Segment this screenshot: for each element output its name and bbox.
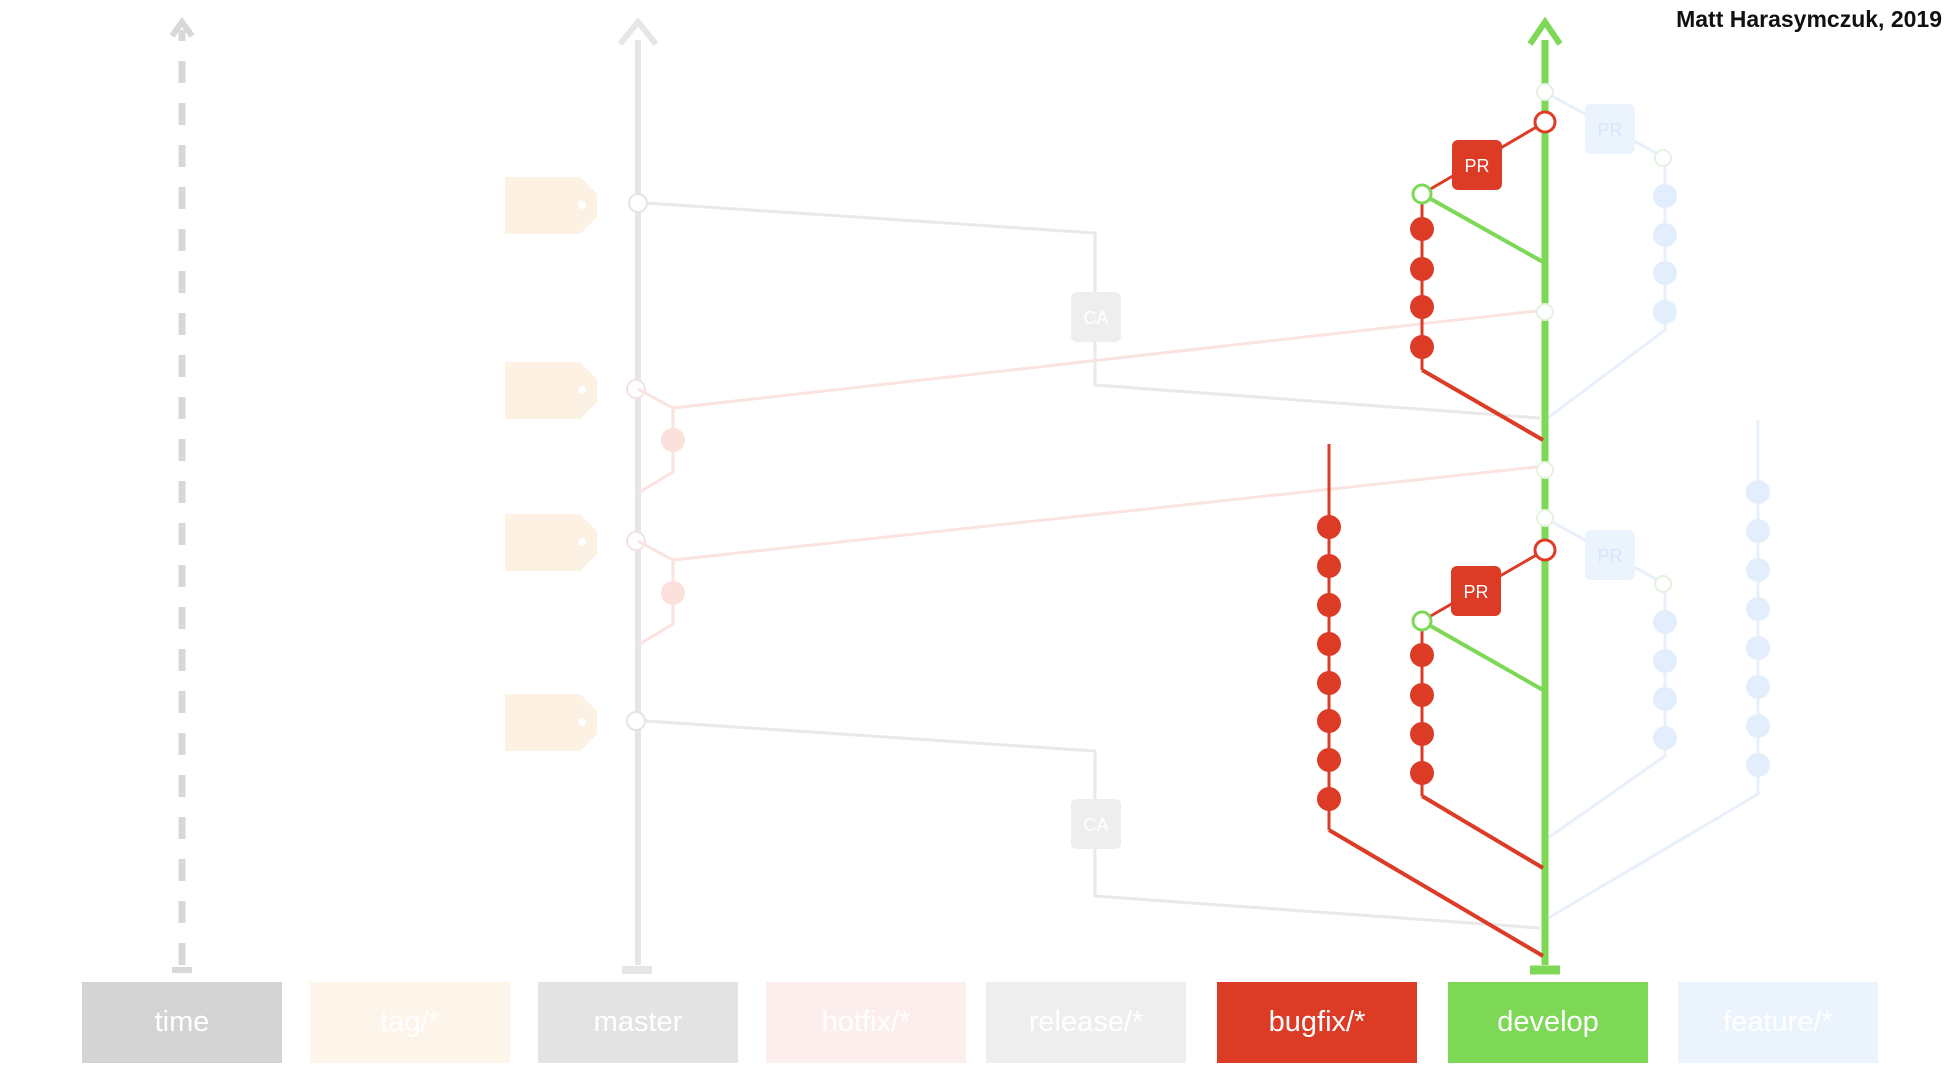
legend-bugfix: bugfix/* bbox=[1217, 982, 1417, 1063]
legend-master: master bbox=[538, 982, 738, 1063]
ca-badge-box bbox=[1071, 292, 1121, 342]
tag-shape bbox=[505, 514, 597, 571]
legend-tag: tag/* bbox=[310, 982, 510, 1063]
hotfix-commit bbox=[661, 428, 685, 452]
time-axis bbox=[169, 16, 195, 973]
feature-commit bbox=[1746, 597, 1770, 621]
bugfix-commit bbox=[1317, 632, 1341, 656]
bugfix-commit bbox=[1410, 217, 1434, 241]
legend-develop: develop bbox=[1448, 982, 1648, 1063]
bugfix-commit bbox=[1317, 593, 1341, 617]
bugfix-commit bbox=[1410, 761, 1434, 785]
feature-commit bbox=[1653, 261, 1677, 285]
feature-commit bbox=[1746, 636, 1770, 660]
ca-badge-label: CA bbox=[1083, 308, 1108, 328]
branch-start bbox=[1411, 183, 1433, 205]
feature-commit bbox=[1746, 675, 1770, 699]
hotfix-branches bbox=[637, 308, 1546, 647]
bugfix-commit bbox=[1317, 787, 1341, 811]
bugfix-commits bbox=[1317, 217, 1434, 811]
legend-time: time bbox=[82, 982, 282, 1063]
feature-commits bbox=[1653, 184, 1770, 777]
tag-shape bbox=[505, 177, 597, 234]
master-commit bbox=[628, 193, 648, 213]
pr-badge-label: PR bbox=[1463, 582, 1488, 602]
legend-hotfix: hotfix/* bbox=[766, 982, 966, 1063]
merge-commit bbox=[1533, 110, 1557, 134]
tag-shape bbox=[505, 694, 597, 751]
branch-start bbox=[1411, 610, 1433, 632]
bugfix-commit bbox=[1410, 683, 1434, 707]
hotfix-commit bbox=[661, 581, 685, 605]
pr-badge-label: PR bbox=[1464, 156, 1489, 176]
pr-badge-box bbox=[1452, 140, 1502, 190]
ca-badge-label: CA bbox=[1083, 815, 1108, 835]
master-branch bbox=[617, 17, 659, 974]
bugfix-commit bbox=[1317, 515, 1341, 539]
feature-pr-box bbox=[1585, 530, 1635, 580]
ca-badge-box bbox=[1071, 799, 1121, 849]
master-commit bbox=[626, 379, 646, 399]
bugfix-commit bbox=[1410, 643, 1434, 667]
feature-commit bbox=[1746, 519, 1770, 543]
feature-pr-label: PR bbox=[1597, 546, 1622, 566]
feature-commit bbox=[1653, 687, 1677, 711]
feature-commit bbox=[1746, 714, 1770, 738]
feature-commit bbox=[1653, 610, 1677, 634]
legend-feature: feature/* bbox=[1678, 982, 1878, 1063]
bugfix-commit bbox=[1317, 748, 1341, 772]
bugfix-commit bbox=[1410, 722, 1434, 746]
feature-branches bbox=[1544, 90, 1760, 922]
bugfix-commit bbox=[1317, 554, 1341, 578]
feature-pr-box bbox=[1585, 104, 1635, 154]
feature-commit bbox=[1653, 300, 1677, 324]
tag-shape bbox=[505, 362, 597, 419]
pr-badge-box bbox=[1451, 566, 1501, 616]
bugfix-commit bbox=[1410, 295, 1434, 319]
tag-labels bbox=[505, 177, 597, 751]
author-credit: Matt Harasymczuk, 2019 bbox=[1676, 6, 1942, 32]
feature-commit bbox=[1653, 649, 1677, 673]
bugfix-commit bbox=[1410, 335, 1434, 359]
bugfix-branches bbox=[1327, 120, 1546, 958]
develop-branch bbox=[1527, 16, 1563, 975]
bugfix-commit bbox=[1410, 257, 1434, 281]
feature-commit bbox=[1746, 480, 1770, 504]
bugfix-commit bbox=[1317, 709, 1341, 733]
bugfix-commit bbox=[1317, 671, 1341, 695]
feature-commit bbox=[1653, 726, 1677, 750]
feature-pr-label: PR bbox=[1597, 120, 1622, 140]
legend-release: release/* bbox=[986, 982, 1186, 1063]
feature-commit bbox=[1746, 558, 1770, 582]
master-commit bbox=[626, 531, 646, 551]
feature-commit bbox=[1653, 184, 1677, 208]
master-commit bbox=[626, 711, 646, 731]
feature-commit bbox=[1653, 223, 1677, 247]
feature-commit bbox=[1746, 753, 1770, 777]
merge-commit bbox=[1533, 538, 1557, 562]
